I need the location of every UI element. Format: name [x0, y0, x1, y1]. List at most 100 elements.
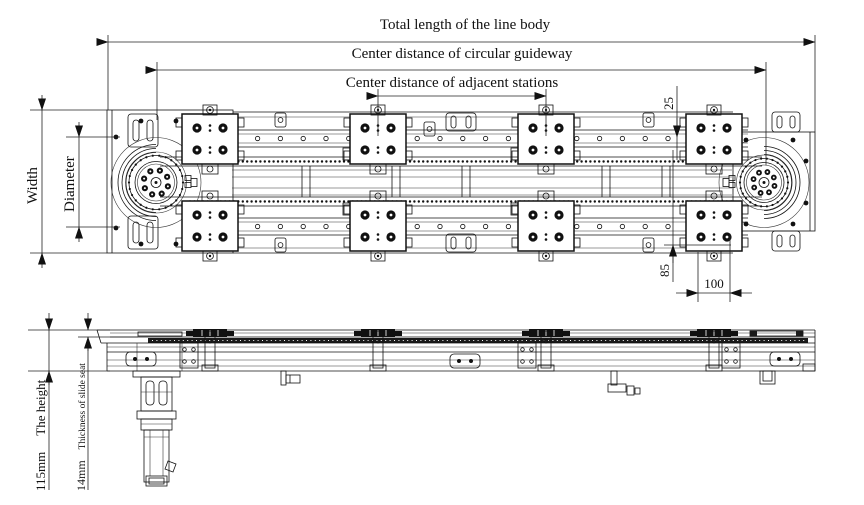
chain-dot [263, 200, 266, 203]
gear-tooth-dot [130, 193, 134, 197]
height-label: The height [33, 379, 48, 435]
support-foot [759, 370, 776, 385]
width-label: Width [25, 167, 41, 204]
gear-tooth-dot [760, 205, 763, 208]
chain-dot [589, 160, 592, 163]
chain-dot [259, 200, 262, 203]
slotted-bracket [771, 111, 801, 133]
gear-tooth-dot [145, 206, 148, 209]
gear-tooth-dot [181, 187, 184, 191]
chain-dot [312, 200, 315, 203]
chain-dot [246, 200, 249, 203]
rail-hole [323, 135, 329, 142]
gear-tooth-dot [780, 165, 784, 168]
station-carriage [679, 104, 749, 175]
gear-tooth-dot [175, 199, 178, 202]
chain-dot [576, 160, 579, 163]
chain-dot [650, 200, 654, 203]
chain-dot [470, 160, 473, 163]
guideway-center-label: Center distance of circular guideway [352, 46, 573, 62]
chain-dot [593, 200, 596, 203]
chain-dot [408, 160, 412, 163]
chain-dot [276, 160, 280, 163]
rail-hole [300, 223, 306, 230]
gear-tooth-dot [739, 187, 742, 190]
chain-dot [602, 200, 605, 203]
chain-dot [250, 200, 253, 203]
dimension-station-center-distance: Center distance of adjacent stations [346, 75, 558, 136]
small-mount-tab [274, 237, 287, 253]
chain-dot [479, 200, 482, 203]
chain-dot [303, 160, 306, 163]
chain-dot [668, 200, 671, 203]
rail-hole [574, 223, 580, 230]
chain-dot [342, 200, 346, 203]
frame-bolt [138, 118, 144, 124]
gear-tooth-dot [127, 181, 131, 184]
svg-text:14mm Thickness of slid: 14mm Thickness of slide seat [72, 363, 89, 491]
top-view: Total length of the line body Center dis… [25, 17, 816, 302]
gear-tooth-dot [128, 174, 131, 178]
seat-label: Thickness of slide seat [77, 363, 88, 450]
chain-dot [633, 160, 636, 163]
clamp-post [372, 330, 384, 369]
left-circular-guideway [110, 118, 202, 247]
chain-dot [514, 200, 517, 203]
chain-dot [298, 160, 302, 163]
gear-tooth-dot [786, 181, 790, 184]
rail-hole [460, 223, 466, 230]
dimension-height: 115mm The height [28, 313, 138, 491]
gear-tooth-dot [134, 163, 137, 166]
chain-dot [325, 160, 328, 163]
gear-tooth-dot [741, 170, 744, 173]
rail-hole [642, 223, 648, 230]
chain-dot [615, 200, 618, 203]
four-hole-plate [179, 342, 199, 369]
chain-dot [452, 200, 456, 203]
chain-dot [496, 160, 500, 163]
gear-tooth-dot [744, 165, 748, 168]
chain-dot [457, 160, 460, 163]
rail-hole [460, 135, 466, 142]
rail-hole [437, 223, 443, 230]
chain-dot [254, 200, 258, 203]
chain-dot [501, 200, 504, 203]
gear-tooth-dot [164, 156, 167, 159]
gear-tooth-dot [754, 158, 757, 162]
chain-dot [628, 200, 632, 203]
chain-dot [611, 200, 614, 203]
chain-dot [589, 200, 592, 203]
chain-dot [338, 200, 341, 203]
chain-dot [646, 160, 649, 163]
chain-dot [281, 200, 284, 203]
chain-dot [483, 200, 486, 203]
sensor-left [280, 370, 301, 386]
two-hole-plate [769, 351, 801, 367]
frame-bolt [790, 221, 796, 227]
chain-dot [474, 160, 478, 163]
chain-dot [448, 200, 451, 203]
chain-dot [259, 160, 262, 163]
gear-tooth-dot [145, 156, 148, 159]
chain-dot [470, 200, 473, 203]
chain-dot [435, 160, 438, 163]
frame-bolt [790, 137, 796, 143]
rail-hole [482, 223, 489, 230]
gear-tooth-dot [158, 208, 161, 211]
frame-bolt [803, 200, 809, 206]
rail-hole [277, 135, 283, 142]
chain-dot [655, 200, 658, 203]
frame-bolt [743, 137, 749, 143]
chain-dot [602, 160, 605, 163]
chain-dot [334, 160, 337, 163]
small-mount-tab [642, 112, 655, 128]
station-carriage [175, 190, 245, 262]
chain-dot [461, 200, 464, 203]
gear-tooth-dot [760, 157, 763, 160]
chain-dot [320, 160, 324, 163]
rail-hole [574, 135, 580, 142]
rail-hole [323, 223, 329, 230]
chain-dot [281, 160, 284, 163]
dimension-diameter: Diameter [62, 122, 120, 242]
